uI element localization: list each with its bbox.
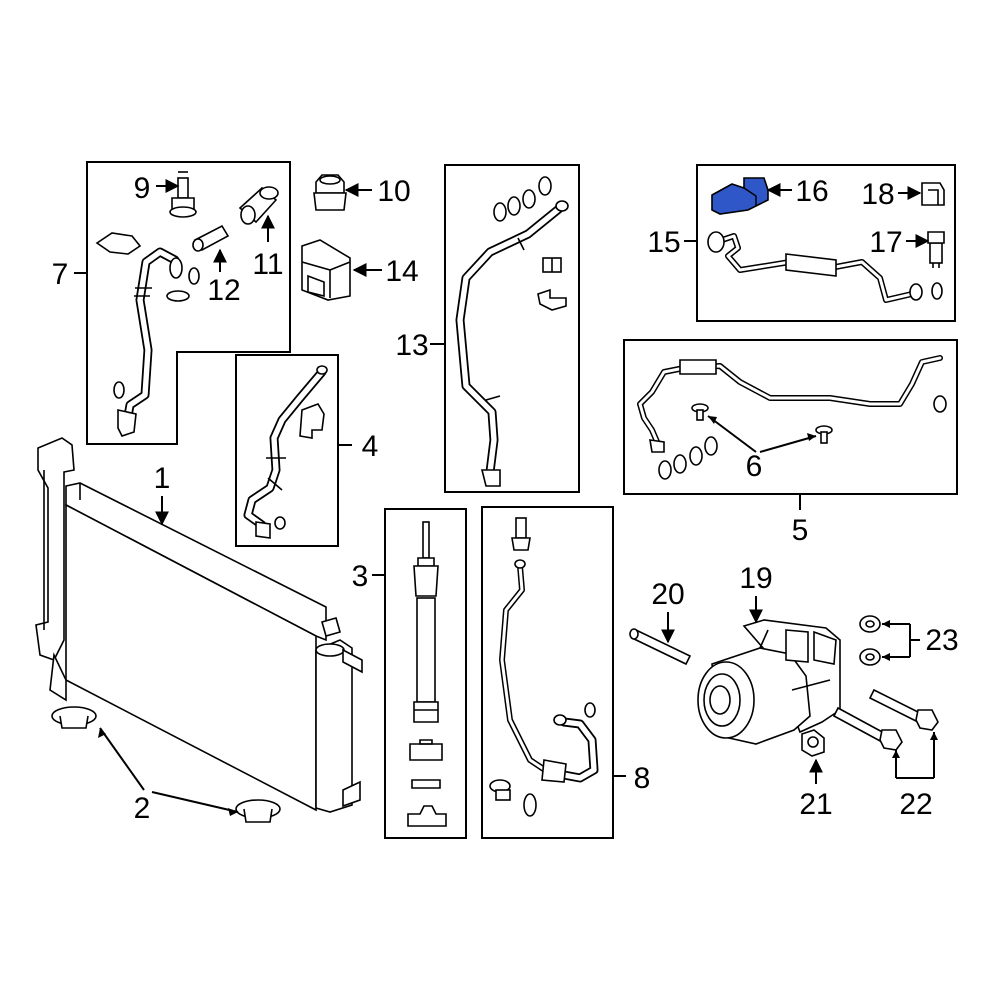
callout-17[interactable]: 17: [869, 226, 902, 259]
pipe-15[interactable]: [707, 231, 923, 303]
callout-1[interactable]: 1: [154, 462, 171, 495]
hose-13[interactable]: [455, 200, 569, 487]
oring-15: [931, 282, 943, 300]
box-5: [623, 339, 958, 495]
callout-3[interactable]: 3: [352, 560, 369, 593]
orings-13: [493, 176, 552, 222]
leader-6: [707, 415, 817, 453]
oring-4: [274, 516, 286, 530]
orings-5: [658, 436, 718, 480]
callout-16[interactable]: 16: [795, 175, 828, 208]
leader-22: [895, 732, 935, 779]
callout-18[interactable]: 18: [861, 178, 894, 211]
drier-parts-3: [407, 739, 447, 827]
callout-12[interactable]: 12: [207, 274, 240, 307]
callout-7[interactable]: 7: [52, 258, 69, 291]
ac-compressor-19[interactable]: [697, 619, 841, 745]
washer-23-top[interactable]: [859, 615, 881, 633]
oring-8-bottom: [523, 793, 537, 817]
box-7: [86, 161, 291, 445]
sensor-17[interactable]: [927, 231, 945, 268]
clip-18[interactable]: [921, 182, 945, 206]
hose-8[interactable]: [499, 517, 599, 783]
callout-22[interactable]: 22: [899, 788, 932, 821]
callout-8[interactable]: 8: [634, 762, 651, 795]
callout-5[interactable]: 5: [792, 514, 809, 547]
bracket-14[interactable]: [301, 239, 351, 301]
box-13: [444, 164, 580, 493]
condenser[interactable]: [35, 437, 363, 813]
callout-21[interactable]: 21: [799, 788, 832, 821]
oring-5: [933, 395, 947, 413]
bolt-6-left[interactable]: [691, 403, 709, 421]
callout-15[interactable]: 15: [647, 226, 680, 259]
callout-19[interactable]: 19: [739, 562, 772, 595]
leader-2: [99, 727, 239, 813]
sensor-11[interactable]: [238, 186, 279, 225]
hose-4[interactable]: [243, 365, 328, 539]
bolt-6-right[interactable]: [815, 425, 833, 444]
leader-23: [882, 623, 920, 658]
pipe-5[interactable]: [637, 355, 943, 453]
bracket-7: [95, 232, 142, 255]
grommet-upper[interactable]: [51, 706, 97, 729]
dowel-pin-20[interactable]: [629, 628, 692, 666]
leader-23-heads: [882, 620, 890, 661]
orings-7: [113, 257, 200, 399]
callout-23[interactable]: 23: [925, 624, 958, 657]
receiver-drier-3[interactable]: [413, 521, 439, 723]
callout-6[interactable]: 6: [746, 450, 763, 483]
callout-10[interactable]: 10: [377, 175, 410, 208]
cap-10[interactable]: [313, 174, 347, 211]
callout-20[interactable]: 20: [651, 578, 684, 611]
callout-9[interactable]: 9: [134, 172, 151, 205]
hose-assembly-7[interactable]: [117, 247, 180, 437]
bolt-22-left[interactable]: [832, 706, 903, 751]
bracket-4: [299, 403, 325, 439]
washer-23-bottom[interactable]: [859, 648, 881, 666]
callout-14[interactable]: 14: [385, 255, 418, 288]
callout-2[interactable]: 2: [134, 792, 151, 825]
callout-13[interactable]: 13: [395, 329, 428, 362]
bolt-8[interactable]: [489, 779, 511, 801]
callout-4[interactable]: 4: [362, 430, 379, 463]
grommet-lower[interactable]: [235, 799, 281, 823]
leader-22-heads: [892, 732, 938, 758]
oring-8-top: [584, 702, 596, 718]
callout-11[interactable]: 11: [252, 248, 283, 281]
bolt-22-right[interactable]: [868, 688, 939, 731]
seal-12[interactable]: [192, 224, 230, 252]
nut-21[interactable]: [801, 729, 825, 757]
clips-13: [537, 257, 567, 311]
